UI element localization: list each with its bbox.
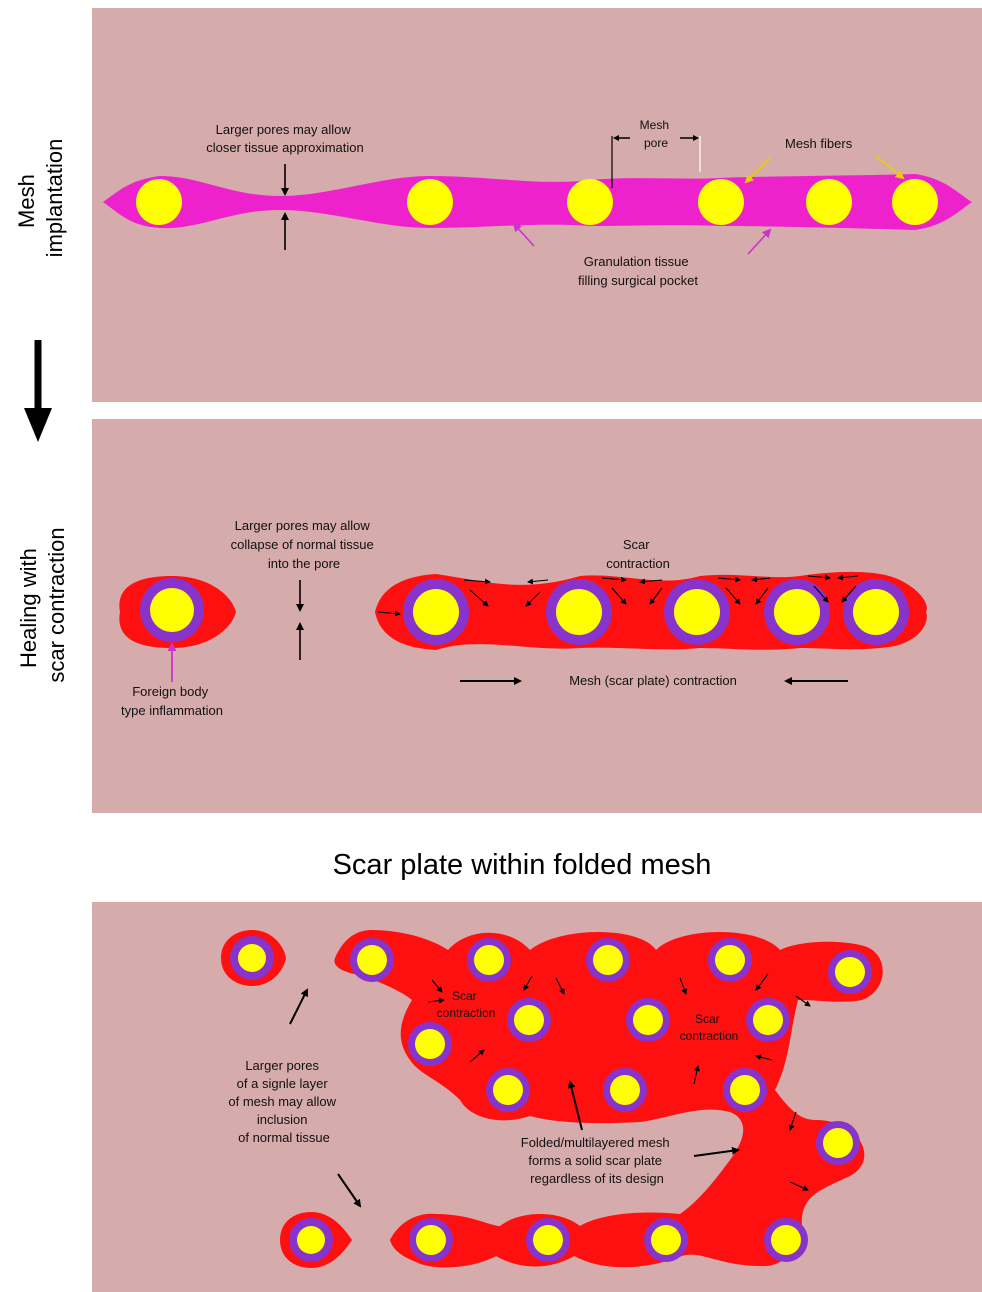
panel3-scar-contraction-right: Scar contraction <box>680 1012 739 1043</box>
granulation-label: Granulation tissue filling surgical pock… <box>578 254 698 288</box>
panel3-small-arrows-icon <box>427 973 811 1191</box>
panel1-fibers <box>136 179 938 225</box>
mesh-fiber <box>806 179 852 225</box>
foreign-body-label: Foreign body type inflammation <box>121 684 223 718</box>
process-arrow-down-icon <box>24 340 52 442</box>
panel2-pores-note: Larger pores may allow collapse of norma… <box>231 518 378 571</box>
side-label-healing: Healing with scar contraction <box>16 527 69 682</box>
granulation-tissue-band <box>103 174 972 230</box>
panel3-single-layer-note: Larger pores of a signle layer of mesh m… <box>228 1058 339 1145</box>
side-label-mesh-implantation: Mesh implantation <box>14 139 67 258</box>
panel2-small-contraction-arrows-icon <box>377 574 859 617</box>
mesh-pore-label: Mesh pore <box>640 118 673 150</box>
panel1-pores-note: Larger pores may allow closer tissue app… <box>206 122 364 155</box>
section-title: Scar plate within folded mesh <box>333 849 712 881</box>
mesh-fiber <box>567 179 613 225</box>
folded-mesh-arrows-icon <box>567 1080 740 1157</box>
panel3-scar-contraction-left: Scar contraction <box>437 989 496 1020</box>
mesh-fiber <box>698 179 744 225</box>
isolated-fiber-scar <box>119 576 236 648</box>
mesh-fiber <box>892 179 938 225</box>
mesh-contraction-label: Mesh (scar plate) contraction <box>569 673 737 688</box>
panel3-single-fibers <box>221 930 352 1268</box>
single-layer-arrows-icon <box>289 988 362 1208</box>
mesh-fibers-arrows-icon <box>744 155 905 184</box>
mesh-pore-bracket <box>611 135 701 188</box>
mesh-fibers-label: Mesh fibers <box>785 136 853 151</box>
granulation-arrows-icon <box>512 222 772 255</box>
panel3-fibers <box>350 938 872 1262</box>
panel2-fibers <box>403 579 909 645</box>
mesh-fiber <box>136 179 182 225</box>
panel3-folded-note: Folded/multilayered mesh forms a solid s… <box>521 1135 673 1186</box>
mesh-fiber <box>407 179 453 225</box>
panel2-scar-contraction-label: Scar contraction <box>606 537 670 571</box>
